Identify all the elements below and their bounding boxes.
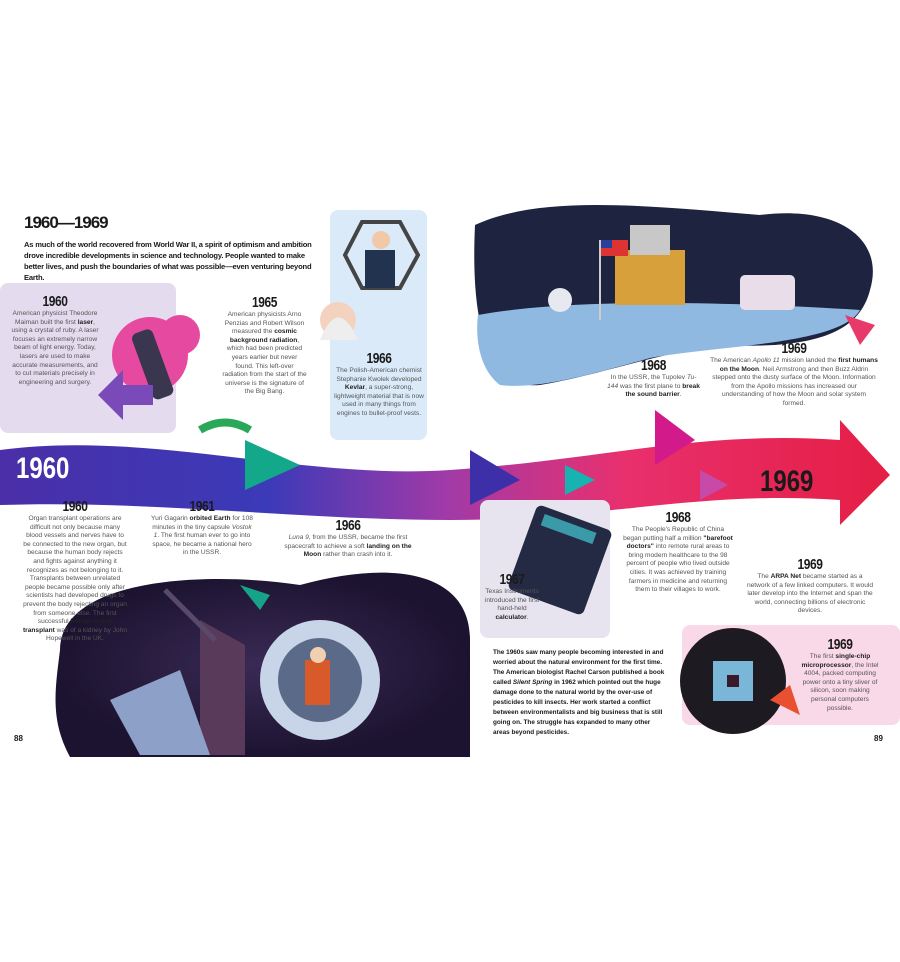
event-1967-calculator: 1967 Texas Instruments introduced the fi… [482,571,542,622]
event-1966-luna: 1966 Luna 9, from the USSR, became the f… [278,517,418,560]
chip-illustration [680,628,800,734]
event-year: 1960 [42,293,68,310]
vostok-illustration [110,585,380,755]
event-text: The first single-chip microprocessor, th… [801,653,879,712]
event-year: 1968 [665,509,691,526]
event-year: 1968 [640,357,667,374]
event-text: Luna 9, from the USSR, became the first … [284,534,412,559]
event-1968-barefoot-doctors: 1968 The People's Republic of China bega… [622,509,734,595]
event-text: The American Apollo 11 mission landed th… [710,357,878,407]
event-text: The Polish-American chemist Stephanie Kw… [334,367,424,417]
timeline-start-label: 1960 [16,452,70,485]
calculator-illustration [508,505,612,615]
event-year: 1961 [189,498,215,515]
event-1969-microprocessor: 1969 The first single-chip microprocesso… [800,636,880,713]
event-year: 1966 [366,350,392,367]
timeline-end-label: 1969 [760,465,814,498]
event-text: In the USSR, the Tupolev Tu-144 was the … [607,374,700,399]
event-1969-apollo: 1969 The American Apollo 11 mission land… [710,340,878,409]
event-1961-gagarin: 1961 Yuri Gagarin orbited Earth for 108 … [150,498,254,558]
event-year: 1969 [781,340,807,357]
lunar-module [548,225,795,320]
event-text: American physicist Theodore Maiman built… [11,310,99,386]
event-1966-kevlar: 1966 The Polish-American chemist Stephan… [333,350,425,419]
page-title: 1960—1969 [24,213,109,232]
event-1968-tu144: 1968 In the USSR, the Tupolev Tu-144 was… [606,357,701,400]
event-text: Organ transplant operations are difficul… [22,515,128,643]
page-number-left: 88 [14,734,23,743]
event-text: Texas Instruments introduced the first h… [484,588,540,621]
event-text: The ARPA Net became started as a network… [746,573,874,615]
page-number-right: 89 [874,734,883,743]
laser-illustration [98,315,200,420]
event-1965-cmb: 1965 American physicists Arno Penzias an… [222,294,307,397]
timeline-ribbon [0,420,890,525]
kevlar-illustration [320,220,421,340]
event-year: 1967 [499,571,525,588]
event-1960-laser: 1960 American physicist Theodore Maiman … [10,293,100,387]
event-text: American physicists Arno Penzias and Rob… [222,311,307,396]
event-year: 1966 [335,517,361,534]
kevlar-box [330,210,427,440]
event-year: 1965 [251,294,278,311]
intro-text: As much of the world recovered from Worl… [24,240,312,282]
event-1969-arpanet: 1969 The ARPA Net became started as a ne… [745,556,875,616]
event-text: The People's Republic of China began put… [623,526,733,594]
event-text: Yuri Gagarin orbited Earth for 108 minut… [151,515,253,557]
environment-paragraph: The 1960s saw many people becoming inter… [493,649,665,736]
event-year: 1969 [797,556,823,573]
event-year: 1960 [62,498,88,515]
event-year: 1969 [827,636,853,653]
event-1960-transplant: 1960 Organ transplant operations are dif… [22,498,128,644]
